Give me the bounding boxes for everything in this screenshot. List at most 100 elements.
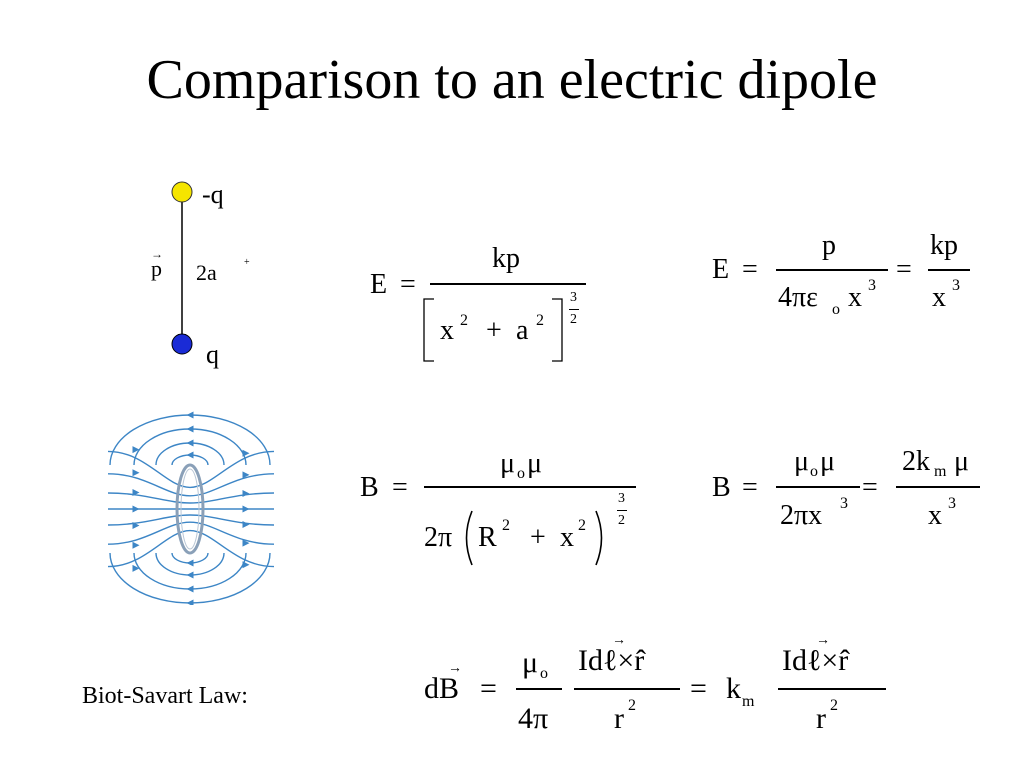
biot-denominator-exponent: 2 [628,697,636,714]
e-far-denominator-1: 4πε [778,282,818,313]
b-exact-exponent-denominator: 2 [618,513,625,528]
positive-charge-circle [171,333,193,355]
dipole-moment-label: p [151,256,162,281]
biot-denominator-2-exponent: 2 [830,697,838,714]
b-far-lhs: B [712,472,731,503]
field-arrow-left-3 [132,505,140,513]
biot-mu-subscript: o [540,665,548,682]
electric-dipole-diagram: -q q → p 2a + [140,170,280,380]
biot-fraction-bar-2 [574,688,680,690]
field-arrow-left-1 [132,469,140,477]
e-exact-equals: = [400,269,416,300]
biot-dl-arrow: → [612,633,626,648]
negative-charge-circle [171,181,193,203]
field-arrow-right-0 [242,449,250,457]
e-exact-exponent-denominator: 2 [570,312,577,327]
b-exact-numerator-mu: μ [500,448,516,479]
negative-charge-label: -q [202,180,224,209]
field-arrow-bottom-3 [186,599,194,605]
b-far-numerator-1-mu: μ [794,446,810,477]
biot-fraction-bar-3 [778,688,886,690]
plus-sign: + [244,257,250,268]
e-exact-x-exponent: 2 [460,312,468,329]
biot-lhs: dB [424,672,460,705]
e-exact-exponent-bar [569,309,579,310]
field-line-center-1 [107,473,275,497]
field-line-center-6 [107,529,275,568]
field-arrow-top-2 [186,425,194,433]
e-exact-exponent-numerator: 3 [570,290,577,305]
b-exact-exponent-bar [617,510,627,511]
e-exact-numerator: kp [492,243,520,274]
b-far-equals-2: = [862,472,878,503]
b-far-denominator-1: 2πx [780,500,823,531]
field-arrow-left-0 [132,446,140,454]
biot-denominator-2: r [816,702,826,735]
b-exact-x-exponent: 2 [578,517,586,534]
e-exact-right-bracket [552,298,563,362]
b-far-fraction-bar-2 [896,486,980,488]
e-far-equals: = [742,254,758,285]
b-exact-fraction-bar [424,486,636,488]
biot-dl-arrow-2: → [816,633,830,648]
e-exact-lhs: E [370,269,388,300]
biot-numerator-2: Idℓ×r̂ [782,644,849,677]
slide-title: Comparison to an electric dipole [146,49,878,111]
biot-lhs-arrow: → [448,661,462,676]
field-arrow-left-2 [132,489,140,496]
b-exact-left-paren [465,510,473,566]
field-arrow-right-3 [242,505,250,513]
e-far-numerator-1: p [822,230,836,261]
field-arrow-right-5 [242,539,250,547]
magnetic-field-exact-equation: B = μ o μ 2π R 2 + x 2 3 2 [360,450,640,580]
e-far-denominator-1-subscript: o [832,301,840,318]
b-far-numerator-2-subscript: m [934,463,947,480]
field-arrow-right-6 [242,561,250,569]
b-far-equals: = [742,472,758,503]
e-exact-left-bracket [423,298,434,362]
b-exact-numerator-subscript: o [517,465,525,482]
biot-equals-2: = [690,672,707,705]
e-exact-a: a [516,315,529,346]
e-far-denominator-2-exponent: 3 [952,277,960,294]
electric-field-far-equation: E = p 4πε o x 3 = kp x 3 [712,232,982,322]
field-arrow-left-6 [132,564,140,572]
field-loop-bottom-2 [133,552,247,590]
e-far-denominator-1-x: x [848,282,862,313]
e-far-fraction-bar-2 [928,269,970,271]
b-far-denominator-2-x: x [928,500,942,531]
biot-savart-label: Biot-Savart Law: [82,683,248,709]
separation-label: 2a [196,260,217,285]
biot-denominator: r [614,702,624,735]
b-far-numerator-1-mu-2: μ [820,446,836,477]
b-exact-R-exponent: 2 [502,517,510,534]
field-arrow-right-1 [242,471,250,479]
electric-field-exact-equation: E = kp x 2 + a 2 3 2 [370,245,600,375]
field-loop-top-2 [133,428,247,466]
field-arrow-right-2 [242,490,250,497]
b-far-numerator-2-mu: μ [954,446,970,477]
b-exact-exponent-numerator: 3 [618,491,625,506]
b-exact-lhs: B [360,472,379,503]
field-arrow-left-5 [132,541,140,549]
field-arrow-bottom-0 [186,559,194,567]
e-exact-a-exponent: 2 [536,312,544,329]
positive-charge-label: q [206,340,219,369]
biot-numerator: Idℓ×r̂ [578,644,645,677]
e-far-lhs: E [712,254,730,285]
magnetic-field-far-equation: B = μ o μ 2πx 3 = 2k m μ x 3 [712,448,992,538]
b-far-numerator-1-subscript: o [810,463,818,480]
e-far-fraction-bar-1 [776,269,888,271]
current-loop [175,463,205,555]
field-arrow-top-0 [186,451,194,459]
field-arrow-top-1 [186,439,194,447]
biot-k: k [726,672,741,705]
dipole-drawing [171,181,193,355]
field-arrow-right-4 [242,521,250,528]
biot-mu: μ [522,646,539,679]
b-exact-plus: + [530,522,546,553]
e-exact-x: x [440,315,454,346]
field-line-arrows [132,411,250,605]
b-far-fraction-bar-1 [776,486,860,488]
field-line-center-5 [107,521,275,545]
